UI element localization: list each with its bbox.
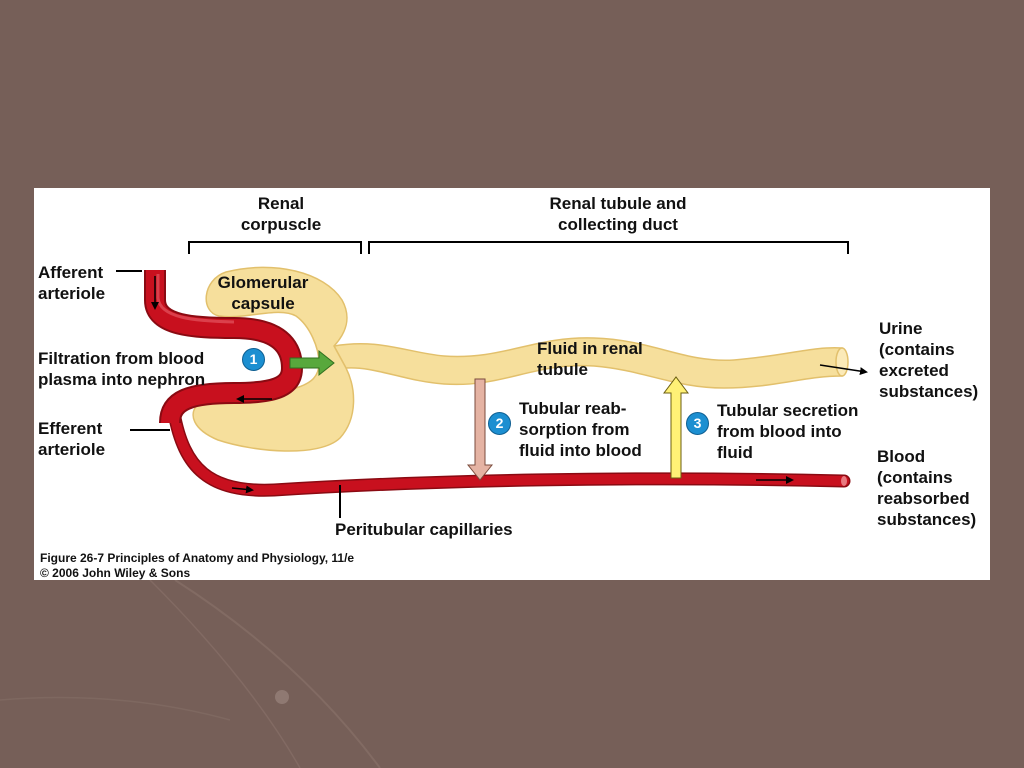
step-badge-3: 3 — [686, 412, 709, 435]
figure-caption-title: Figure 26-7 Principles of Anatomy and Ph… — [40, 551, 355, 565]
urine-label: Urine (contains excreted substances) — [879, 319, 979, 401]
step-badge-1: 1 — [242, 348, 265, 371]
renal-tubule-title: Renal tubule and collecting duct — [549, 194, 687, 234]
filtration-label: Filtration from blood plasma into nephro… — [38, 349, 206, 389]
secretion-label: Tubular secretion from blood into fluid — [717, 401, 859, 462]
peritubular-capillaries-label: Peritubular capillaries — [335, 520, 513, 539]
capillary-flow-arrow-left — [231, 485, 254, 494]
step-badge-2: 2 — [488, 412, 511, 435]
figure-panel: Renal corpuscle Renal tubule and collect… — [34, 188, 990, 580]
blood-label: Blood (contains reabsorbed substances) — [877, 447, 977, 529]
urine-flow-arrow — [819, 364, 868, 376]
reabsorption-label: Tubular reab- sorption from fluid into b… — [519, 399, 642, 460]
renal-corpuscle-title: Renal corpuscle — [240, 194, 322, 234]
secretion-arrow — [663, 376, 689, 479]
afferent-arteriole-label: Afferent arteriole — [38, 263, 106, 303]
glomerular-capsule-label: Glomerular capsule — [217, 273, 309, 313]
tubule-opening — [835, 347, 849, 377]
fluid-in-tubule-label: Fluid in renal tubule — [537, 339, 643, 379]
renal-corpuscle-bracket — [188, 241, 362, 254]
filtration-arrow — [289, 349, 335, 377]
nephron-diagram — [116, 241, 868, 518]
figure-caption-copyright: © 2006 John Wiley & Sons — [40, 566, 191, 580]
renal-tubule-bracket — [368, 241, 849, 254]
efferent-arteriole-label: Efferent arteriole — [38, 419, 106, 459]
reabsorption-arrow — [466, 378, 494, 481]
